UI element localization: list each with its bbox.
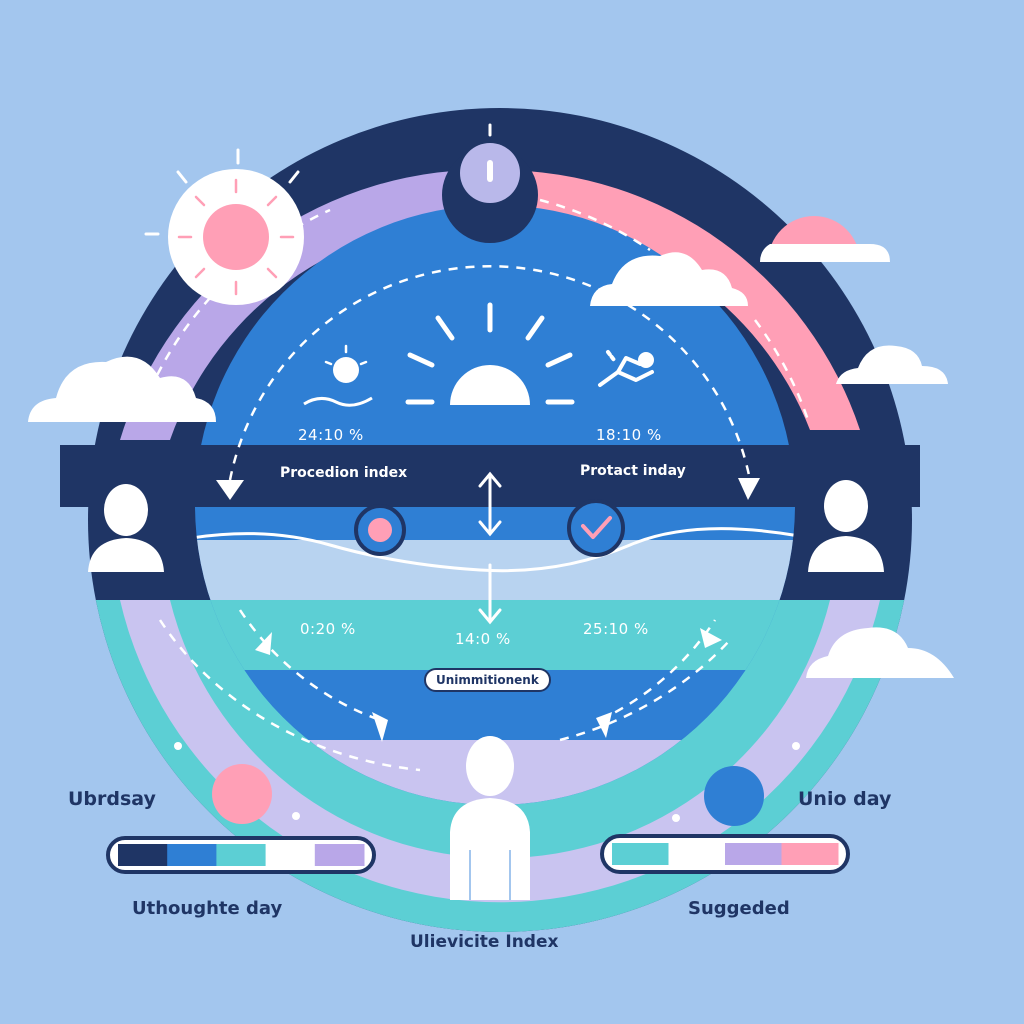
marker-left <box>354 504 406 556</box>
vertical-arrow-icon <box>478 471 502 625</box>
scale-segment <box>314 844 365 866</box>
pink-dot <box>212 764 272 824</box>
cloud-icon-top-right <box>590 252 748 306</box>
swimmer-icon <box>598 350 654 387</box>
cloud-icon-right <box>836 345 948 384</box>
person-icon-left <box>88 484 164 572</box>
decor-dots <box>174 742 800 822</box>
top-knob <box>442 123 538 243</box>
scale-segment <box>118 844 168 866</box>
scale-segment <box>668 843 726 865</box>
caption-left: Uthoughte day <box>132 898 283 919</box>
scale-bar-right <box>600 834 850 874</box>
band-label-left: Procedion index <box>280 465 408 481</box>
caption-right: Suggeded <box>688 898 790 919</box>
scale-segment <box>725 843 782 865</box>
person-icon-right <box>808 480 884 572</box>
cloud-icon-lower-right <box>806 627 954 678</box>
band-label-right: Protact inday <box>580 463 686 479</box>
top-right-percent: 18:10 % <box>596 426 662 444</box>
person-icon-bottom <box>450 736 530 900</box>
index-pill: Unimmitionenk <box>424 668 551 692</box>
side-label-right: Unio day <box>798 788 892 810</box>
caption-center: Ulievicite Index <box>410 932 559 952</box>
arrow-heads <box>216 478 760 742</box>
blue-dot <box>704 766 764 826</box>
scale-segment <box>781 843 839 865</box>
rising-sun-icon <box>405 302 575 405</box>
bottom-left-percent: 0:20 % <box>300 620 356 638</box>
beach-sun-icon <box>303 344 373 407</box>
scale-segment <box>265 844 316 866</box>
band-dash <box>285 519 313 523</box>
scale-segment <box>216 844 267 866</box>
top-left-percent: 24:10 % <box>298 426 364 444</box>
scale-bar-left <box>106 836 376 874</box>
scale-segment <box>167 844 217 866</box>
scale-segment <box>612 843 669 865</box>
bottom-right-percent: 25:10 % <box>583 620 649 638</box>
bottom-center-percent: 14:0 % <box>455 630 511 648</box>
sun-icon <box>144 148 304 305</box>
side-label-left: Ubrdsay <box>68 788 156 810</box>
cloud-icon <box>28 356 216 422</box>
setting-sun-icon <box>760 216 890 262</box>
check-icon <box>567 499 625 557</box>
